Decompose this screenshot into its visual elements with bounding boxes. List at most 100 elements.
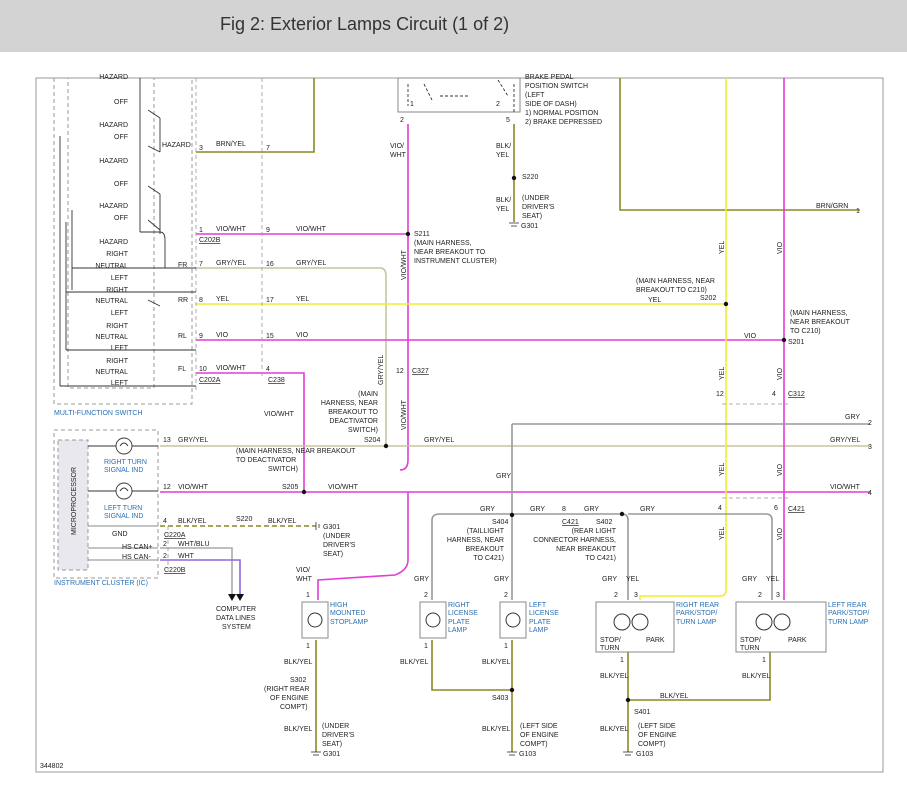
- wire-label-yel-lrear: YEL: [766, 576, 779, 583]
- pin-4: 4: [266, 366, 270, 373]
- bpps-box: [397, 77, 521, 113]
- splice-s202: S202: [700, 295, 716, 302]
- wire-label-gry-c421: GRY: [480, 506, 495, 513]
- rrear-1: PARK/STOP/: [676, 610, 717, 617]
- wire-label-yel-bpps: YEL: [496, 152, 509, 159]
- bpps-line-4: 2) BRAKE DEPRESSED: [525, 119, 602, 126]
- wire-label-vio-rl-right: VIO: [744, 333, 757, 340]
- splice-s401: S401: [634, 709, 650, 716]
- wire-label-blk-bpps-2: BLK/: [496, 197, 511, 204]
- pin-c421-r-6: 6: [774, 505, 778, 512]
- ic-hs-can-minus: HS CAN-: [122, 554, 151, 561]
- ground-g301-top: G301: [521, 223, 538, 230]
- ic-gnd: GND: [112, 531, 128, 538]
- right-plate-lamp: [419, 601, 447, 639]
- instrument-cluster: MICROPROCESSOR RIGHT TURN SIGNAL IND LEF…: [53, 429, 159, 587]
- pin-ic-12: 12: [163, 484, 171, 491]
- left-side-1-2: COMPT): [520, 741, 548, 748]
- pin-ic-2a: 2: [163, 541, 167, 548]
- wire-label-wht-bpps: WHT: [390, 152, 407, 159]
- mfs-label-15: RIGHT: [106, 323, 129, 330]
- left-side-1-1: OF ENGINE: [520, 732, 559, 739]
- wire-label-vio-wht-right: VIO/WHT: [830, 484, 861, 491]
- lplate-3: LAMP: [529, 627, 548, 634]
- pin-rrear-3: 3: [634, 592, 638, 599]
- bpps-pin-2: 2: [496, 101, 500, 108]
- mfs-pin-rr: RR: [178, 297, 188, 304]
- ground-g301-hmsl: G301: [323, 751, 340, 758]
- under-seat-3-2: SEAT): [322, 741, 342, 748]
- mh-c210a-1: BREAKOUT TO C210): [636, 287, 707, 294]
- mh-c210b-1: NEAR BREAKOUT: [790, 319, 851, 326]
- left-side-2-2: COMPT): [638, 741, 666, 748]
- mfs-label-10: NEUTRAL: [95, 263, 128, 270]
- ic-left-turn-0: LEFT TURN: [104, 505, 142, 512]
- dot-s220: [511, 175, 517, 181]
- mfs-label-7: OFF: [114, 215, 128, 222]
- rrear-box: [595, 601, 675, 653]
- s302-note-3: COMPT): [280, 704, 308, 711]
- lplate-box: [499, 601, 527, 639]
- mfs-pin-fl: FL: [178, 366, 186, 373]
- mfs-label-11: LEFT: [111, 275, 129, 282]
- dot-s211: [405, 231, 411, 237]
- dot-s403: [509, 687, 515, 693]
- lplate-bulb-icon: [505, 612, 521, 628]
- pin-10: 10: [199, 366, 207, 373]
- mfs-label-5: OFF: [114, 181, 128, 188]
- rplate-box: [419, 601, 447, 639]
- wire-label-yel-rr-right: YEL: [648, 297, 661, 304]
- wire-yel-vertical: [639, 78, 727, 600]
- pin-rplate-2: 2: [424, 592, 428, 599]
- pin-16: 16: [266, 261, 274, 268]
- mh-ic-2: INSTRUMENT CLUSTER): [414, 258, 497, 265]
- wire-label-gry-rplate: GRY: [414, 576, 429, 583]
- mfs-pin-rl: RL: [178, 333, 187, 340]
- wire-blk-yel-plates-gnd: [431, 640, 513, 752]
- ic-right-turn-0: RIGHT TURN: [104, 459, 147, 466]
- rrear-bulb-park-icon: [631, 613, 649, 631]
- rear-light-0: (REAR LIGHT: [572, 528, 617, 535]
- wire-label-yel-vert-1: YEL: [719, 241, 726, 254]
- mfs-label-16: NEUTRAL: [95, 334, 128, 341]
- mh-deact2-2: SWITCH): [268, 466, 298, 473]
- ground-symbol-g103-b: [623, 751, 633, 756]
- mh-c210b-0: (MAIN HARNESS,: [790, 310, 848, 317]
- lrear-1: PARK/STOP/: [828, 610, 869, 617]
- wire-label-blk-yel-lrear: BLK/YEL: [742, 673, 771, 680]
- cds-1: DATA LINES: [216, 615, 256, 622]
- lrear-stop: STOP/: [740, 637, 761, 644]
- wire-label-wht-blu: WHT/BLU: [178, 541, 210, 548]
- taillight-0: (TAILLIGHT: [467, 528, 505, 535]
- lrear-2: TURN LAMP: [828, 619, 869, 626]
- multi-function-switch: HAZARD OFF HAZARD OFF HAZARD OFF HAZARD …: [53, 74, 196, 417]
- under-seat-1-1: DRIVER'S: [522, 204, 555, 211]
- lrear-box: [735, 601, 827, 653]
- wire-label-vio-hmsl: VIO/: [296, 567, 310, 574]
- wire-label-wht: WHT: [178, 553, 195, 560]
- splice-s201: S201: [788, 339, 804, 346]
- conn-c220a: C220A: [164, 532, 186, 539]
- ground-g301-ic: G301: [323, 524, 340, 531]
- splice-s403: S403: [492, 695, 508, 702]
- wire-label-vio-wht-ic: VIO/WHT: [178, 484, 209, 491]
- rrear-0: RIGHT REAR: [676, 602, 719, 609]
- pin-c312-12: 4: [772, 391, 776, 398]
- data-lines-arrows: [228, 594, 244, 601]
- pin-lrear-2: 2: [758, 592, 762, 599]
- mh-deact1-4: SWITCH): [348, 427, 378, 434]
- ic-outline: [53, 429, 159, 579]
- wire-label-blk-yel-ic: BLK/YEL: [178, 518, 207, 525]
- mh-c210b-2: TO C210): [790, 328, 821, 335]
- wire-label-blk-yel-lplate: BLK/YEL: [482, 659, 511, 666]
- mfs-contacts: [59, 78, 196, 387]
- cds-2: SYSTEM: [222, 624, 251, 631]
- pin-c421-r-4: 4: [718, 505, 722, 512]
- left-rear-lamp: [735, 601, 827, 653]
- ic-right-turn-1: SIGNAL IND: [104, 467, 143, 474]
- wire-label-wht-hmsl: WHT: [296, 576, 313, 583]
- splice-s211: S211: [414, 231, 430, 238]
- conn-c202b: C202B: [199, 237, 221, 244]
- wire-label-blk-yel-rear-2: BLK/YEL: [600, 726, 629, 733]
